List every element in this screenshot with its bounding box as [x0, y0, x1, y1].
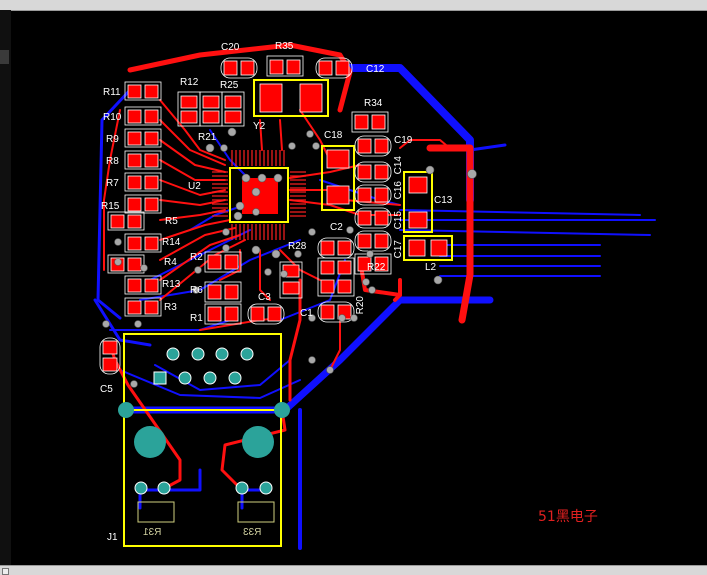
label-c19: C19: [394, 135, 413, 146]
label-r9: R9: [106, 134, 119, 145]
label-r21: R21: [198, 132, 217, 143]
label-r28: R28: [288, 241, 307, 252]
label-r5: R5: [165, 216, 178, 227]
label-c14: C14: [393, 156, 404, 175]
label-c5: C5: [100, 384, 113, 395]
label-r6: R6: [190, 285, 203, 296]
label-r22: R22: [367, 262, 386, 273]
scrollbar-thumb[interactable]: [2, 568, 9, 575]
label-r4: R4: [164, 257, 177, 268]
label-r12: R12: [180, 77, 199, 88]
label-y2: Y2: [253, 121, 266, 132]
label-c1: C1: [300, 308, 313, 319]
label-r14: R14: [162, 237, 181, 248]
label-l2: L2: [425, 262, 437, 273]
j1-connector[interactable]: [118, 333, 290, 547]
label-c20: C20: [221, 42, 240, 53]
label-c16: C16: [393, 181, 404, 200]
label-r35: R35: [275, 41, 294, 52]
window-title-strip: [0, 0, 707, 11]
ruler-marker: [0, 50, 9, 64]
label-r25: R25: [220, 80, 239, 91]
label-r33: R33: [243, 527, 262, 538]
label-c18: C18: [324, 130, 343, 141]
top-ring-trace: [127, 42, 353, 113]
label-u2: U2: [188, 181, 201, 192]
label-r10: R10: [103, 112, 122, 123]
label-r20: R20: [355, 296, 366, 315]
label-r15: R15: [101, 201, 120, 212]
label-c15: C15: [393, 211, 404, 230]
label-c3: C3: [258, 292, 271, 303]
label-r31: R31: [143, 527, 162, 538]
label-r7: R7: [106, 178, 119, 189]
label-r8: R8: [106, 156, 119, 167]
label-c12: C12: [366, 64, 385, 75]
right-components[interactable]: [279, 135, 453, 323]
watermark-text: 51黑电子: [538, 509, 598, 525]
label-c13: C13: [434, 195, 453, 206]
middle-components[interactable]: [99, 251, 285, 375]
left-ground-trace: [96, 88, 132, 320]
label-c2: C2: [330, 222, 343, 233]
label-c17: C17: [393, 240, 404, 259]
label-r3: R3: [164, 302, 177, 313]
left-resistor-column[interactable]: [107, 81, 162, 317]
horizontal-scrollbar[interactable]: [0, 565, 707, 575]
label-r13: R13: [162, 279, 181, 290]
left-ruler-strip: [0, 10, 11, 566]
label-r34: R34: [364, 98, 383, 109]
u2-chip[interactable]: [212, 150, 306, 240]
label-r2: R2: [190, 252, 203, 263]
label-r11: R11: [103, 87, 121, 98]
top-components[interactable]: [177, 55, 389, 133]
label-r1: R1: [190, 313, 203, 324]
vias: [102, 127, 477, 388]
label-j1: J1: [107, 532, 118, 543]
